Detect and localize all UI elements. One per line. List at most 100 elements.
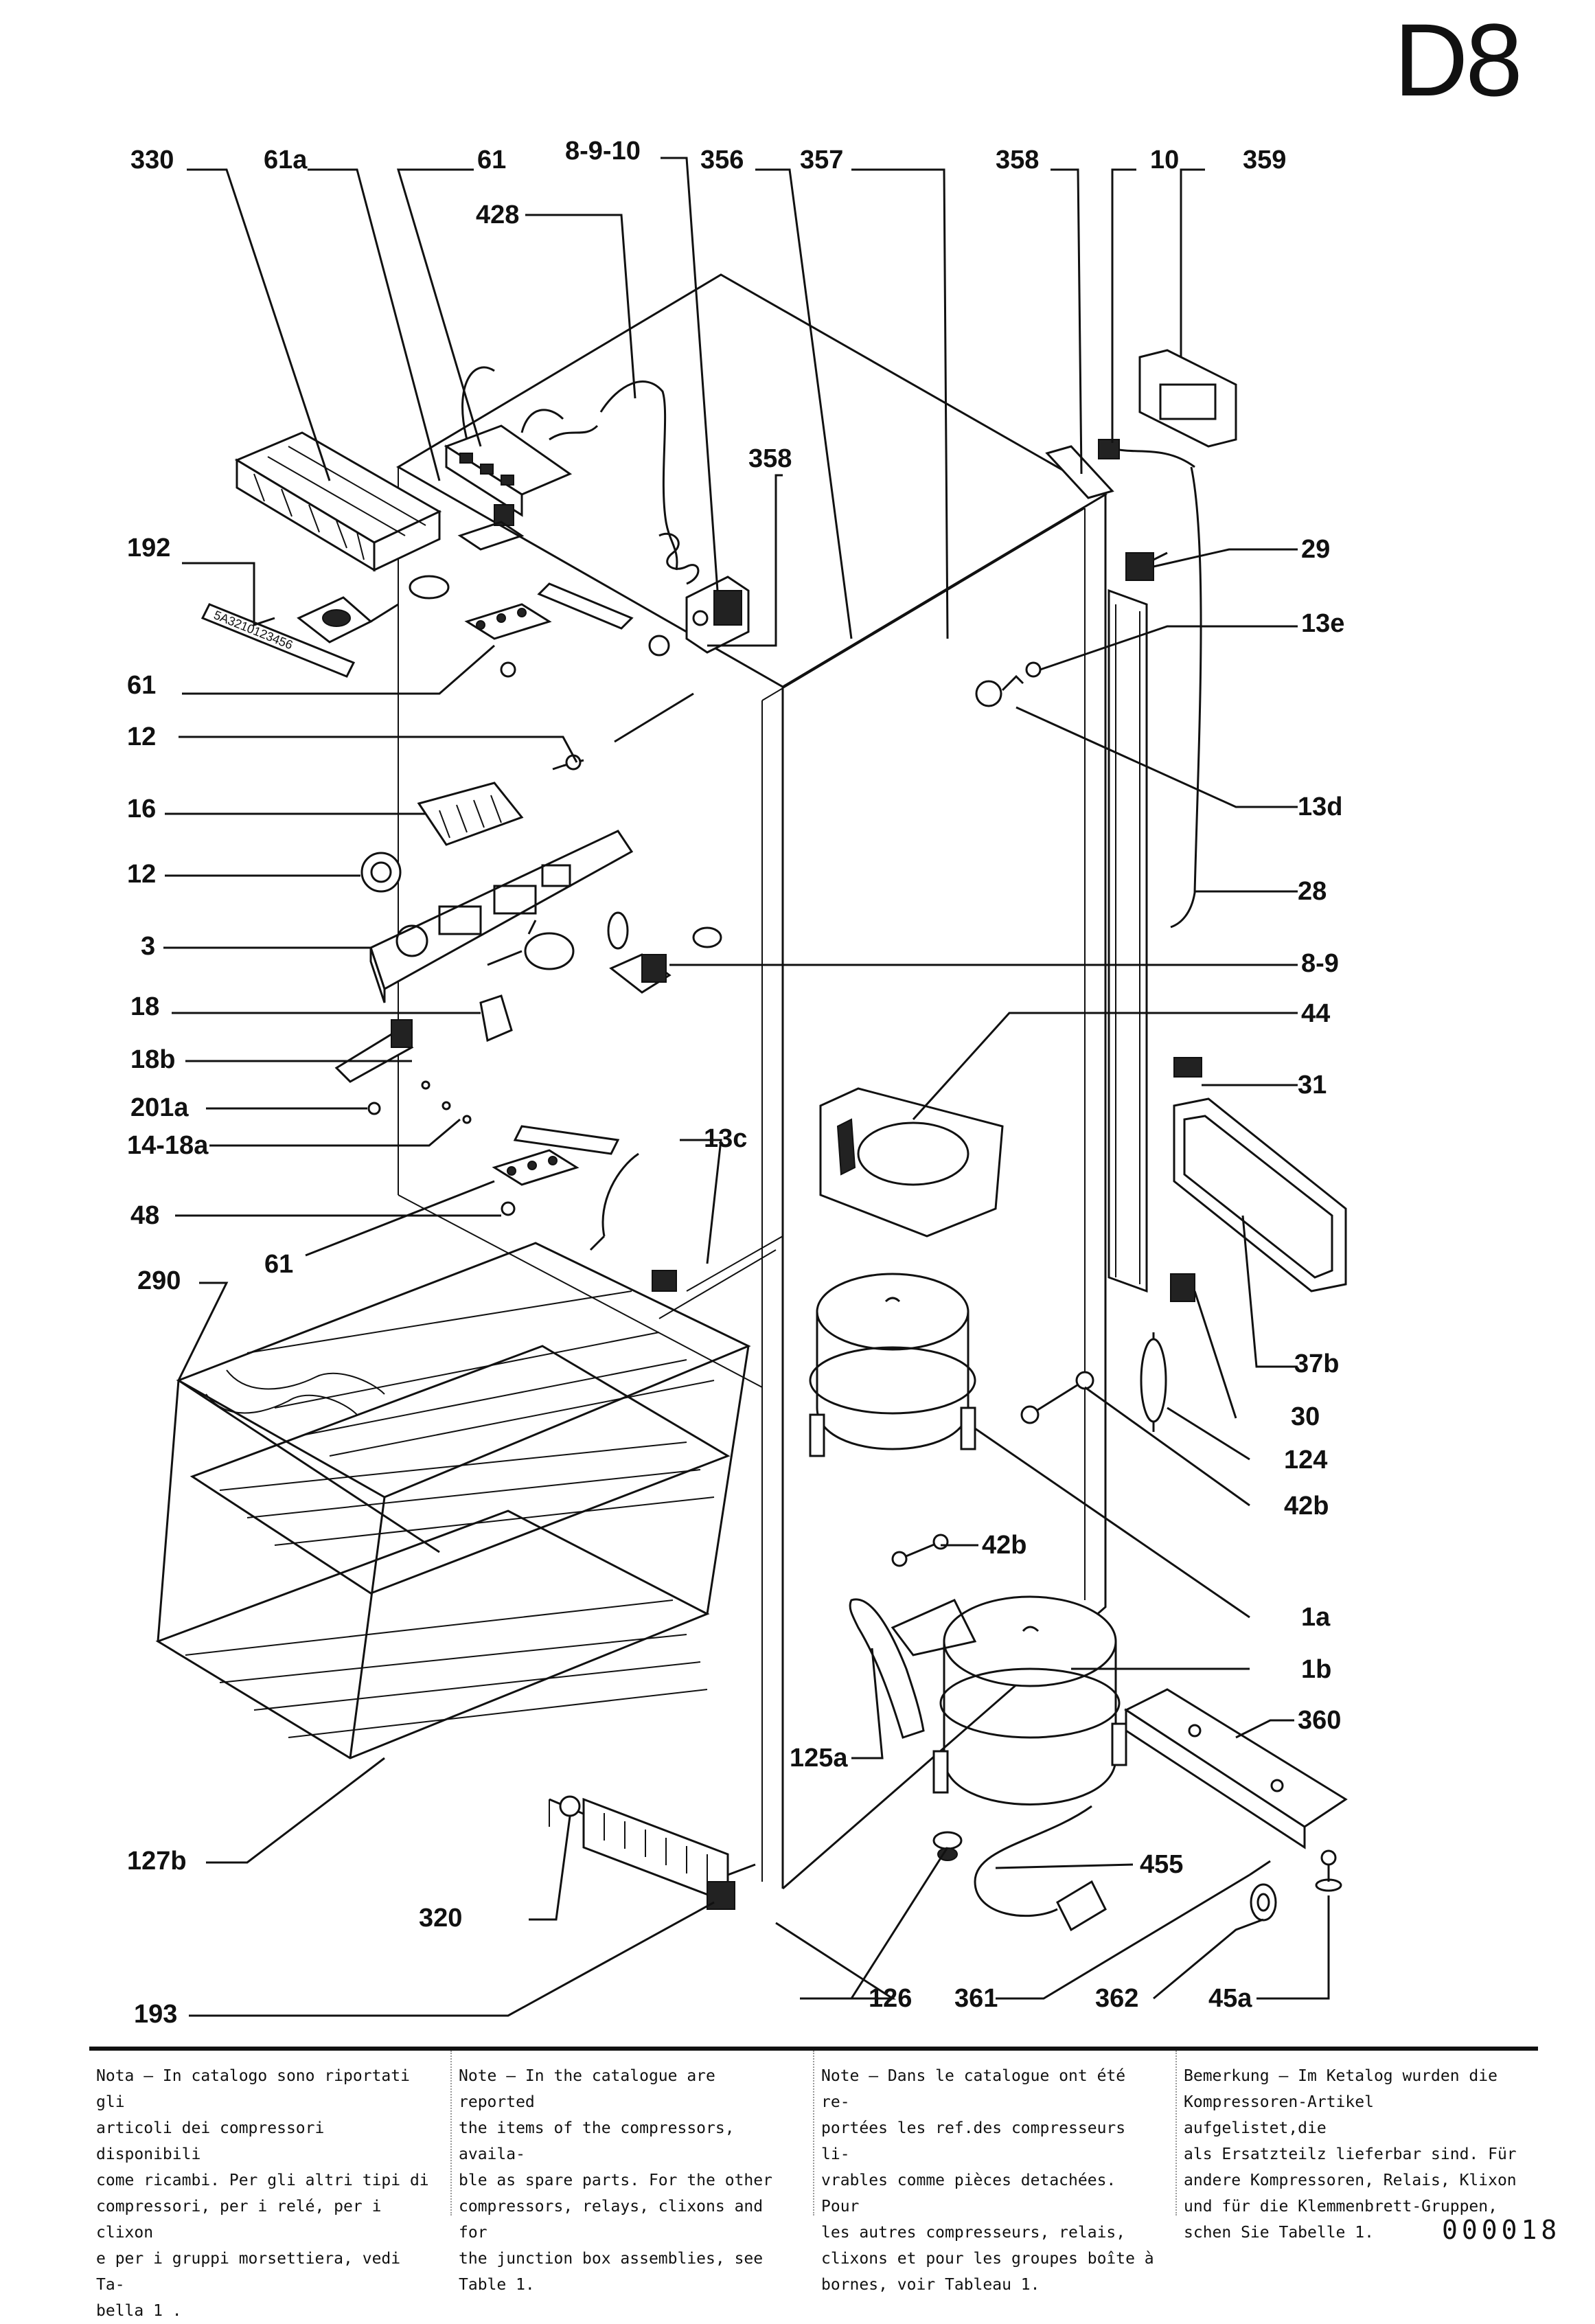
callout-8-9-10: 8-9-10 — [565, 137, 641, 166]
note-italian: Nota – In catalogo sono riportati gli ar… — [96, 2067, 429, 2320]
callout-127b: 127b — [127, 1847, 187, 1876]
clamp-30 — [1170, 1273, 1195, 1302]
callout-8-9: 8-9 — [1301, 949, 1339, 978]
callout-28: 28 — [1298, 877, 1327, 906]
callout-48: 48 — [130, 1201, 159, 1230]
callout-125a: 125a — [790, 1744, 848, 1773]
notes-section: Nota – In catalogo sono riportati gli ar… — [89, 2047, 1538, 2320]
junction-box — [444, 366, 599, 526]
callout-320: 320 — [419, 1904, 462, 1933]
callout-10: 10 — [1150, 146, 1179, 174]
callout-14-18a: 14-18a — [127, 1131, 209, 1160]
callout-359: 359 — [1243, 146, 1286, 174]
callout-labels: 330 61a 61 8-9-10 356 357 358 10 359 428… — [127, 137, 1344, 2029]
door-switch-upper — [464, 603, 552, 678]
callout-126: 126 — [869, 1984, 912, 2013]
callout-61a: 61a — [264, 146, 308, 174]
callout-30: 30 — [1291, 1402, 1320, 1431]
callout-124: 124 — [1284, 1446, 1327, 1474]
clip-358 — [1045, 445, 1114, 499]
callout-13d: 13d — [1298, 793, 1342, 821]
sensor-wire — [599, 380, 678, 571]
screw-13e — [1025, 661, 1042, 678]
lamp-socket — [479, 911, 629, 1043]
callout-16: 16 — [127, 795, 156, 823]
page-code: D8 — [1394, 2, 1523, 117]
document-number: 000018 — [1442, 2215, 1561, 2245]
callout-61-top: 61 — [477, 146, 506, 174]
callout-31: 31 — [1298, 1071, 1327, 1100]
callout-330: 330 — [130, 146, 174, 174]
leader-lines — [163, 157, 1330, 2017]
compressor-1a — [809, 1273, 976, 1457]
note-french: Note – Dans le catalogue ont été re- por… — [813, 2051, 1175, 2294]
ice-tray — [234, 431, 442, 572]
compressor-tray — [819, 1087, 1004, 1238]
callout-18b: 18b — [130, 1045, 175, 1074]
callout-455: 455 — [1140, 1850, 1183, 1879]
callout-1b: 1b — [1301, 1655, 1331, 1684]
callout-37b: 37b — [1294, 1349, 1339, 1378]
callout-357: 357 — [800, 146, 843, 174]
spacer-362 — [1250, 1883, 1277, 1922]
callout-12-upper: 12 — [127, 722, 156, 751]
base-plate-360 — [1123, 1688, 1348, 1849]
exploded-parts-diagram: 5A3210123456 — [127, 137, 1348, 2029]
evaporator-coils — [155, 1242, 751, 1759]
callout-13c: 13c — [704, 1124, 747, 1153]
grommet-126 — [932, 1831, 963, 1861]
door-switch-lower — [492, 1125, 620, 1216]
callout-201a: 201a — [130, 1093, 189, 1122]
callout-42b-mid: 42b — [982, 1531, 1026, 1560]
callout-1a: 1a — [1301, 1603, 1331, 1632]
callout-29: 29 — [1301, 535, 1330, 564]
bracket-42b-right — [1020, 1371, 1094, 1424]
screw-12-upper — [552, 754, 584, 771]
callout-361: 361 — [954, 1984, 998, 2013]
callout-3: 3 — [141, 932, 155, 961]
thermostat — [658, 532, 750, 654]
thermostat-knob — [360, 852, 402, 893]
callout-358-top: 358 — [996, 146, 1039, 174]
insulated-pipe-125a — [849, 1598, 925, 1739]
callout-61-bottom: 61 — [264, 1250, 293, 1279]
callout-356: 356 — [700, 146, 744, 174]
lamp-cover — [417, 782, 524, 846]
callout-428: 428 — [476, 201, 519, 229]
thermostat-8-9 — [609, 926, 722, 994]
callout-44: 44 — [1301, 999, 1330, 1028]
power-cord-455 — [974, 1805, 1107, 1932]
callout-18: 18 — [130, 992, 159, 1021]
door-stop — [589, 1152, 677, 1292]
screw-361 — [1249, 1860, 1271, 1876]
callout-42b-right: 42b — [1284, 1492, 1329, 1520]
control-panel — [369, 830, 634, 1003]
bracket-42b-mid — [891, 1534, 949, 1567]
callout-45a: 45a — [1208, 1984, 1252, 2013]
note-german: Bemerkung – Im Ketalog wurden die Kompre… — [1175, 2051, 1538, 2242]
foot-45a — [1315, 1849, 1342, 1892]
klixon-10 — [1098, 439, 1195, 468]
knob-bushing — [648, 635, 670, 657]
callout-192: 192 — [127, 534, 170, 562]
vent-grille — [559, 1795, 735, 1910]
callout-12-lower: 12 — [127, 860, 156, 889]
junction-box-cover — [1173, 1097, 1347, 1292]
callout-360: 360 — [1298, 1706, 1341, 1735]
light-bulb — [334, 1019, 414, 1083]
relay-31 — [1173, 1057, 1202, 1078]
relay-29 — [1125, 551, 1168, 581]
compressor-1b — [891, 1595, 1127, 1805]
lamp-holder — [297, 575, 450, 643]
screw-201a — [367, 1102, 381, 1115]
capillary-tube — [614, 692, 694, 743]
drier-filter-124 — [1140, 1332, 1167, 1432]
side-wall-strip — [1108, 466, 1202, 1293]
callout-358-mid: 358 — [748, 444, 792, 473]
callout-362: 362 — [1095, 1984, 1138, 2013]
callout-13e: 13e — [1301, 609, 1344, 638]
callout-61-left: 61 — [127, 671, 156, 700]
hinge-13d — [975, 674, 1024, 707]
callout-193: 193 — [134, 2000, 177, 2029]
note-english: Note – In the catalogue are reported the… — [450, 2051, 813, 2294]
